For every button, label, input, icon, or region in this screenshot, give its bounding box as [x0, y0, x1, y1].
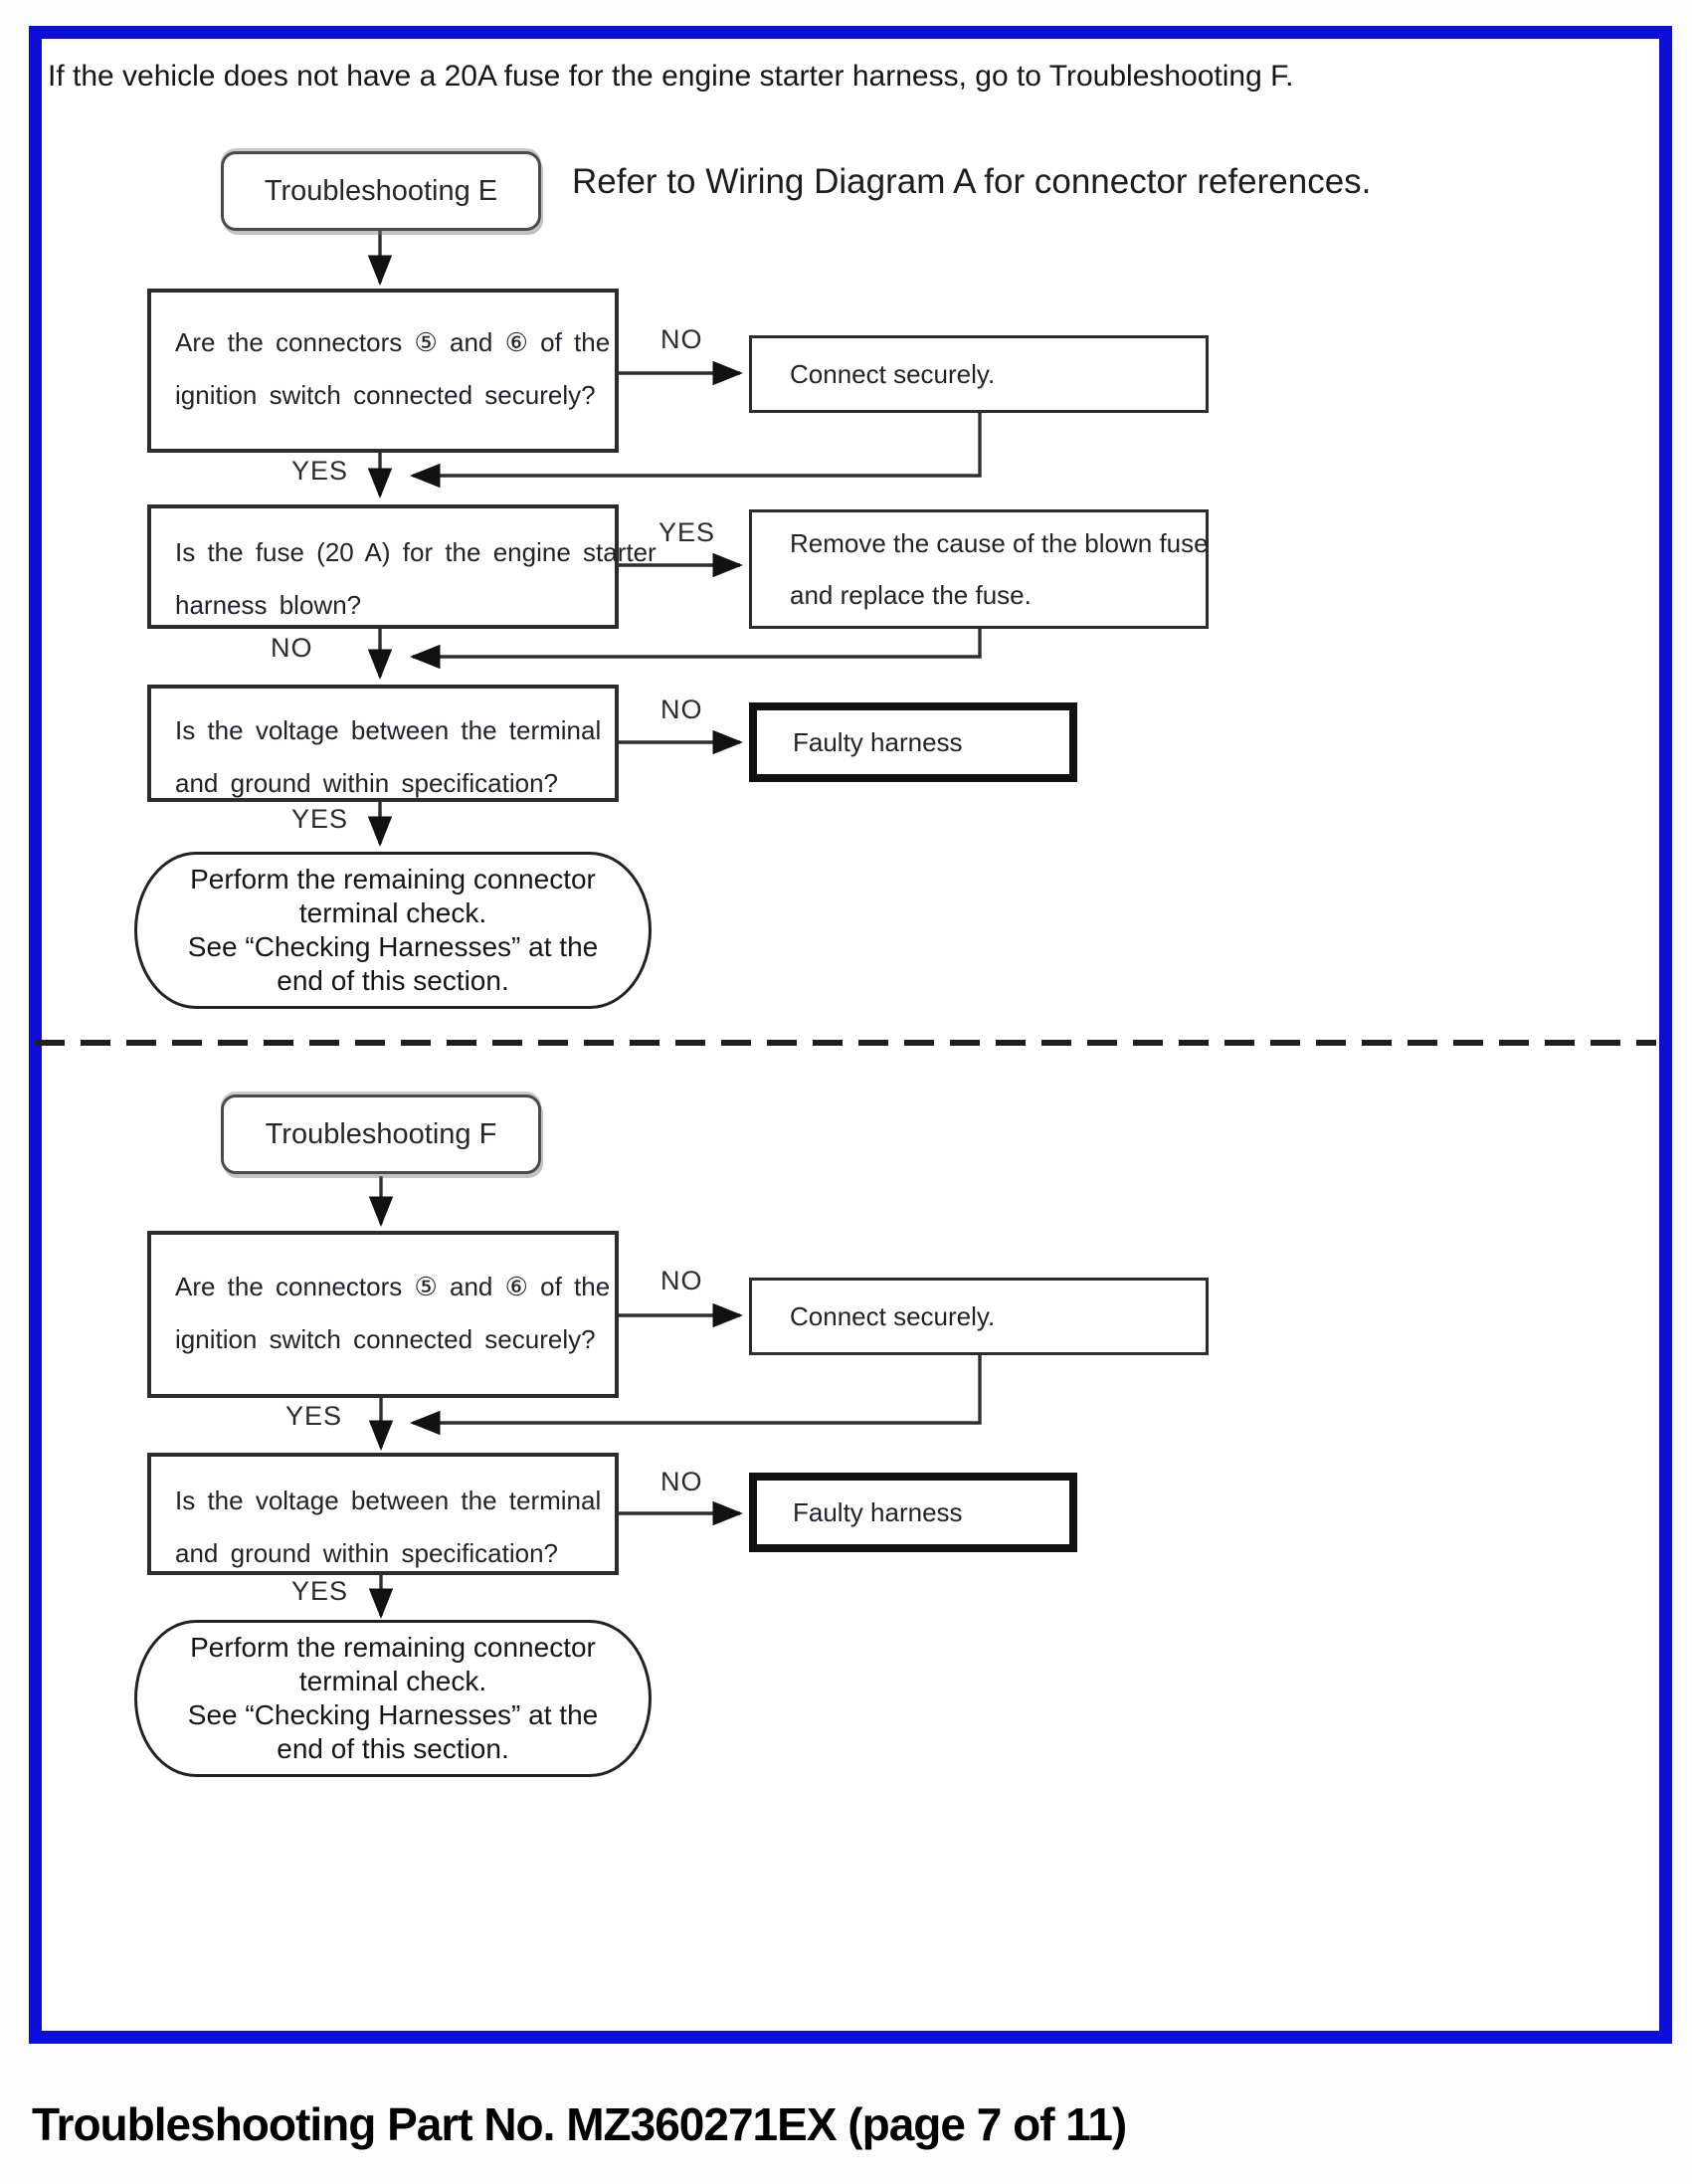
action-connect-securely-e: Connect securely.: [749, 335, 1209, 413]
decision-line: and ground within specification?: [175, 768, 559, 798]
action-replace-fuse-e: Remove the cause of the blown fuse and r…: [749, 509, 1209, 629]
decision-line: ignition switch connected securely?: [175, 1324, 596, 1354]
decision-line: Is the fuse (20 A) for the engine starte…: [175, 537, 657, 567]
label-no: NO: [271, 633, 313, 663]
action-line: and replace the fuse.: [790, 580, 1032, 610]
label-yes: YES: [291, 456, 349, 486]
label-no: NO: [660, 695, 703, 724]
troubleshooting-e-title: Troubleshooting E: [264, 174, 498, 207]
decision-connectors-e: Are the connectors ⑤ and ⑥ of the igniti…: [147, 289, 619, 453]
page-footer-part-number: Troubleshooting Part No. MZ360271EX (pag…: [32, 2098, 1127, 2150]
label-yes: YES: [658, 517, 716, 547]
intro-note: If the vehicle does not have a 20A fuse …: [48, 60, 1294, 93]
decision-line: Is the voltage between the terminal: [175, 715, 602, 745]
result-faulty-harness-f: Faulty harness: [749, 1473, 1077, 1552]
troubleshooting-f-title-box: Troubleshooting F: [221, 1094, 541, 1174]
label-yes: YES: [291, 804, 349, 834]
label-no: NO: [660, 1467, 703, 1496]
decision-line: ignition switch connected securely?: [175, 380, 596, 410]
decision-line: Is the voltage between the terminal: [175, 1486, 602, 1515]
decision-line: and ground within specification?: [175, 1538, 559, 1568]
section-divider-dashed-line: [35, 1040, 1656, 1046]
decision-fuse-blown-e: Is the fuse (20 A) for the engine starte…: [147, 504, 657, 629]
decision-connectors-f: Are the connectors ⑤ and ⑥ of the igniti…: [147, 1231, 619, 1398]
decision-line: Are the connectors ⑤ and ⑥ of the: [175, 1272, 611, 1301]
action-line: Remove the cause of the blown fuse: [790, 528, 1209, 558]
terminal-connector-check-f: Perform the remaining connector terminal…: [134, 1620, 652, 1777]
result-text: Faulty harness: [793, 726, 963, 757]
label-yes: YES: [291, 1576, 349, 1606]
action-line: Connect securely.: [790, 359, 996, 389]
troubleshooting-f-title: Troubleshooting F: [265, 1117, 497, 1150]
label-no: NO: [660, 324, 703, 354]
result-faulty-harness-e: Faulty harness: [749, 702, 1077, 782]
decision-line: harness blown?: [175, 590, 362, 620]
wiring-diagram-note: Refer to Wiring Diagram A for connector …: [572, 162, 1372, 201]
result-text: Faulty harness: [793, 1496, 963, 1527]
label-no: NO: [660, 1266, 703, 1295]
decision-voltage-f: Is the voltage between the terminal and …: [147, 1453, 619, 1575]
decision-voltage-e: Is the voltage between the terminal and …: [147, 685, 619, 802]
terminal-connector-check-e: Perform the remaining connector terminal…: [134, 852, 652, 1009]
label-yes: YES: [285, 1401, 343, 1431]
decision-line: Are the connectors ⑤ and ⑥ of the: [175, 327, 611, 357]
troubleshooting-e-title-box: Troubleshooting E: [221, 151, 541, 231]
action-line: Connect securely.: [790, 1301, 996, 1331]
action-connect-securely-f: Connect securely.: [749, 1278, 1209, 1355]
